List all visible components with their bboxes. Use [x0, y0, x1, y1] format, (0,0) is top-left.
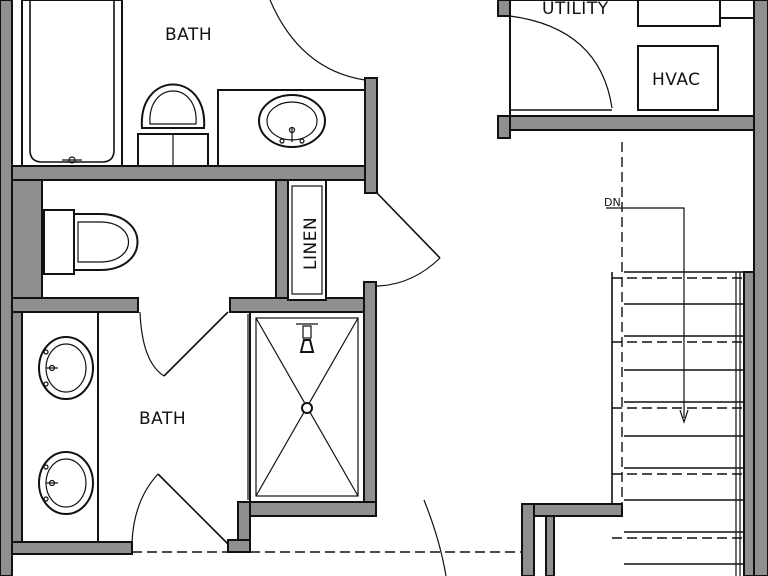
wc-right-wall	[275, 179, 289, 301]
linen-closet	[287, 179, 327, 301]
lower-room-left-wall	[521, 503, 535, 576]
hvac-label: HVAC	[652, 70, 701, 90]
wc-left-wall	[11, 179, 43, 301]
shower	[247, 311, 365, 503]
linen-door-swing	[376, 192, 441, 287]
linen-label: LINEN	[301, 217, 321, 270]
stairs	[606, 142, 744, 576]
lower-bath-sill-wall	[227, 539, 251, 553]
lower-bath-door-swing-bottom	[131, 473, 229, 545]
lower-room-inner-wall	[545, 515, 555, 576]
utility-label: UTILITY	[542, 0, 609, 19]
utility-bottom-wall	[497, 115, 755, 131]
top-bath-door-swing	[269, 0, 366, 81]
lower-bath-label: BATH	[139, 409, 186, 429]
left-exterior-wall	[0, 0, 13, 576]
double-vanity	[21, 311, 99, 543]
utility-room	[509, 0, 755, 117]
top-bath-right-wall	[364, 77, 378, 194]
toilet-wc	[43, 209, 139, 275]
stairs-direction-label: DN	[604, 196, 621, 209]
lower-bath-bottom-wall	[11, 541, 133, 555]
wc-bottom-wall-left	[11, 297, 139, 313]
linen-right-wall	[363, 281, 377, 503]
hall-lines	[22, 499, 522, 576]
vanity-top	[217, 89, 366, 167]
utility-left-jamb	[497, 115, 511, 139]
lower-bath-left-wall	[11, 311, 23, 553]
top-bath-bottom-wall	[11, 165, 378, 181]
stair-right-rail-wall	[743, 271, 755, 576]
tub	[21, 0, 123, 167]
lower-room-top-wall	[521, 503, 623, 517]
shower-bottom-wall	[237, 501, 377, 517]
lower-bath-door-swing-top	[139, 311, 229, 377]
right-exterior-wall	[753, 0, 768, 576]
utility-top-left-stub	[497, 0, 511, 17]
top-bath-label: BATH	[165, 25, 212, 45]
toilet-top	[137, 83, 209, 167]
